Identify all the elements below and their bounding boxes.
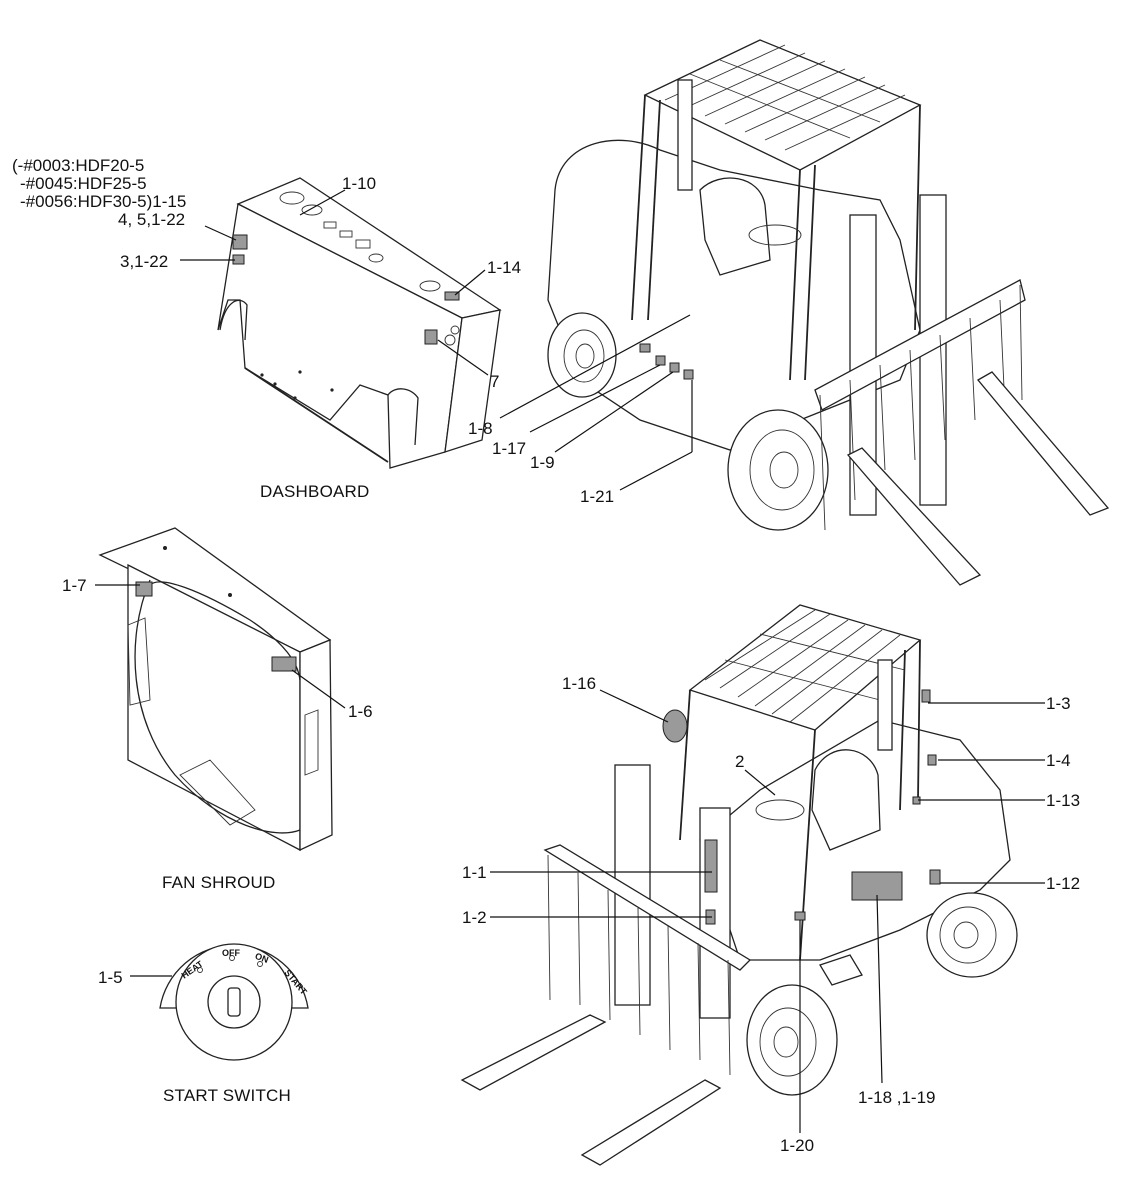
forklift-rear-view-drawing [547,39,1110,586]
forklift-front-view-leaders [490,689,1045,1133]
callout-1-8: 1-8 [468,419,493,438]
serial-note-line-4: 4, 5,1-22 [118,210,185,229]
callout-1-21: 1-21 [580,487,614,506]
serial-note-line-1: (-#0003:HDF20-5 [12,156,144,175]
callout-3-1-22: 3,1-22 [120,252,168,271]
callout-1-12: 1-12 [1046,874,1080,893]
callout-2: 2 [735,752,744,771]
fan-shroud-drawing [98,527,333,852]
callout-1-3: 1-3 [1046,694,1071,713]
serial-note-line-3: -#0056:HDF30-5)1-15 [20,192,186,211]
dashboard-leaders [180,189,489,376]
callout-1-17: 1-17 [492,439,526,458]
switch-position-off: OFF [222,948,240,958]
callout-1-4: 1-4 [1046,751,1071,770]
callout-1-16: 1-16 [562,674,596,693]
callout-1-10: 1-10 [342,174,376,193]
callout-1-5: 1-5 [98,968,123,987]
callout-1-18-1-19: 1-18 ,1-19 [858,1088,936,1107]
switch-position-on: ON [254,951,270,965]
forklift-front-view-drawing [460,604,1018,1166]
start-switch-drawing: HEAT OFF ON START [159,943,309,1061]
fan-shroud-caption: FAN SHROUD [162,873,275,892]
callout-1-13: 1-13 [1046,791,1080,810]
callout-1-2: 1-2 [462,908,487,927]
fan-shroud-leaders [95,584,346,709]
forklift-rear-view-leaders [499,314,693,491]
callout-1-7: 1-7 [62,576,87,595]
callout-1-14: 1-14 [487,258,521,277]
dashboard-drawing [217,177,502,469]
callout-1-9: 1-9 [530,453,555,472]
start-switch-caption: START SWITCH [163,1086,291,1105]
callout-7: 7 [490,372,499,391]
callout-1-1: 1-1 [462,863,487,882]
dashboard-caption: DASHBOARD [260,482,370,501]
serial-note-line-2: -#0045:HDF25-5 [20,174,147,193]
callout-1-20: 1-20 [780,1136,814,1155]
callout-1-6: 1-6 [348,702,373,721]
